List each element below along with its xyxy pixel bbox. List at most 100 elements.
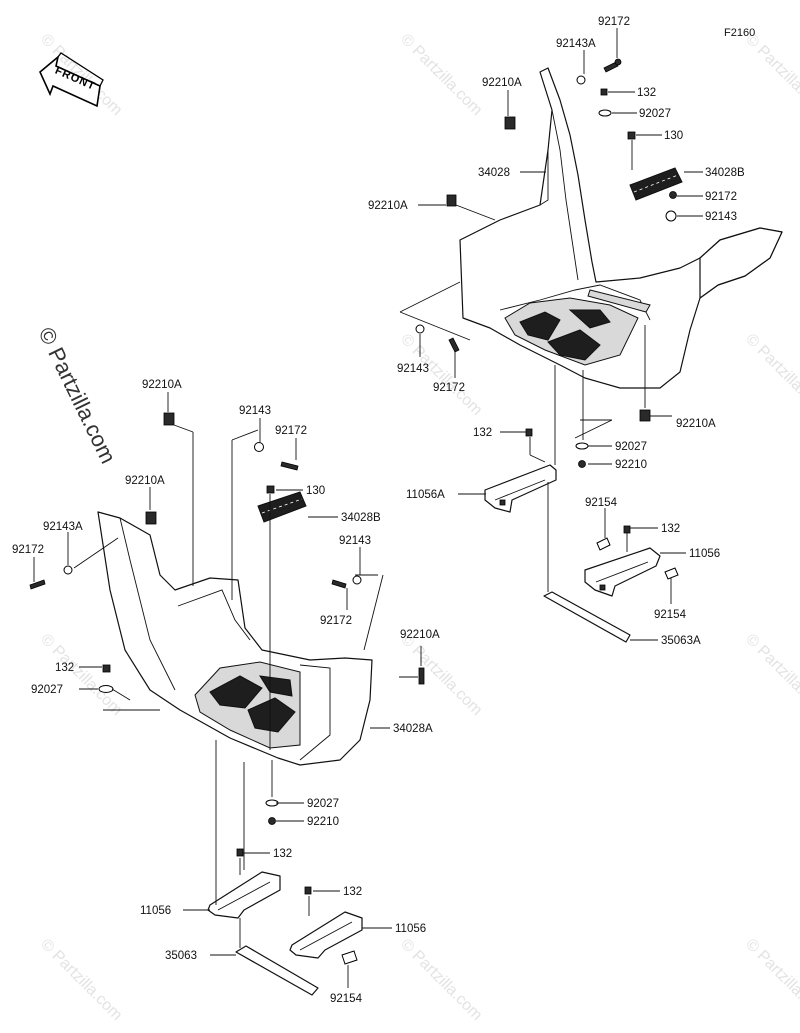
bolt-icon xyxy=(600,88,608,96)
washer-icon xyxy=(598,109,612,117)
callout-92027: 92027 xyxy=(307,798,339,810)
callout-92143: 92143 xyxy=(705,211,737,223)
nut-icon xyxy=(665,210,677,222)
nut-icon xyxy=(578,460,586,468)
callout-34028b: 34028B xyxy=(705,167,745,179)
watermark-text: © Partzilla.com xyxy=(37,936,125,1024)
leader-lines xyxy=(33,28,703,988)
flange-bolt-icon xyxy=(341,950,358,965)
callout-92154: 92154 xyxy=(585,497,618,509)
callout-92210a: 92210A xyxy=(125,475,165,487)
watermark-text: © Partzilla.com xyxy=(397,936,485,1024)
callout-92172: 92172 xyxy=(433,382,465,394)
callout-92172: 92172 xyxy=(12,544,44,556)
right-bracket-11056 xyxy=(584,547,661,597)
bolt-icon xyxy=(304,886,312,895)
watermark-text: © Partzilla.com xyxy=(742,31,800,119)
callout-92172: 92172 xyxy=(705,191,737,203)
callout-92210: 92210 xyxy=(615,459,647,471)
callout-35063: 35063 xyxy=(165,950,197,962)
left-floorboard-panel xyxy=(97,511,373,766)
callout-132: 132 xyxy=(637,87,656,99)
bolt-icon xyxy=(623,525,631,534)
callout-92143: 92143 xyxy=(397,363,429,375)
screw-icon xyxy=(603,61,619,73)
bolt-icon xyxy=(236,848,244,857)
callout-92027: 92027 xyxy=(639,108,671,120)
flange-bolt-icon xyxy=(664,567,679,580)
callout-130: 130 xyxy=(664,130,683,142)
callout-92143a: 92143A xyxy=(43,521,83,533)
right-fender-edge xyxy=(699,227,783,299)
right-floorboard-assembly xyxy=(459,67,783,389)
washer-icon xyxy=(576,75,586,85)
callout-11056: 11056 xyxy=(395,923,426,935)
washer-icon xyxy=(254,442,264,452)
figure-code: F2160 xyxy=(724,27,755,39)
callout-132: 132 xyxy=(473,427,492,439)
washer-icon xyxy=(415,324,425,334)
callout-92027: 92027 xyxy=(615,441,647,453)
watermark-layer: © Partzilla.com © Partzilla.com © Partzi… xyxy=(34,31,800,1024)
left-bracket-11056-a xyxy=(207,871,281,919)
callout-92210a: 92210A xyxy=(482,77,522,89)
washer-icon xyxy=(575,442,589,450)
clip-nut-icon xyxy=(504,116,516,130)
watermark-vertical: © Partzilla.com xyxy=(34,323,121,467)
callout-132: 132 xyxy=(55,662,74,674)
callout-132: 132 xyxy=(661,523,680,535)
callout-35063a: 35063A xyxy=(661,635,701,647)
callout-92210a: 92210A xyxy=(676,418,716,430)
bolt-icon xyxy=(525,428,533,437)
watermark-text: © Partzilla.com xyxy=(742,631,800,719)
clip-nut-icon xyxy=(418,667,425,685)
callout-34028a: 34028A xyxy=(393,723,433,735)
washer-icon xyxy=(352,575,362,585)
callout-92143: 92143 xyxy=(239,405,271,417)
screw-icon xyxy=(29,579,46,590)
right-rubber-pad xyxy=(629,167,683,201)
callout-92210a: 92210A xyxy=(142,379,182,391)
watermark-text: © Partzilla.com xyxy=(742,331,800,419)
watermark-text: © Partzilla.com xyxy=(397,631,485,719)
callout-92143a: 92143A xyxy=(556,38,596,50)
screw-icon xyxy=(669,191,677,199)
watermark-text: © Partzilla.com xyxy=(397,31,485,119)
callout-11056a: 11056A xyxy=(406,489,445,501)
left-bracket-11056-b xyxy=(289,911,363,959)
clip-nut-icon xyxy=(163,412,175,426)
right-bracket-11056A xyxy=(484,464,557,513)
clip-nut-icon xyxy=(145,511,157,525)
screw-icon xyxy=(614,58,622,66)
callout-92027: 92027 xyxy=(31,684,63,696)
callout-11056: 11056 xyxy=(689,548,720,560)
washer-icon xyxy=(98,685,114,693)
callout-92143: 92143 xyxy=(339,535,371,547)
callout-92210: 92210 xyxy=(307,816,339,828)
callout-11056: 11056 xyxy=(140,905,171,917)
callout-92210a: 92210A xyxy=(368,200,408,212)
nut-icon xyxy=(268,817,276,825)
bolt-icon xyxy=(266,485,275,494)
washer-icon xyxy=(63,565,73,575)
callout-92154: 92154 xyxy=(654,609,687,621)
watermark-text: © Partzilla.com xyxy=(742,936,800,1024)
callout-92154: 92154 xyxy=(330,993,363,1005)
clip-nut-icon xyxy=(446,194,457,207)
callout-132: 132 xyxy=(343,886,362,898)
left-rubber-pad xyxy=(257,491,307,523)
screw-icon xyxy=(331,579,347,589)
callout-132: 132 xyxy=(273,848,292,860)
left-brace-35063 xyxy=(235,945,319,996)
callout-34028: 34028 xyxy=(478,167,510,179)
callout-92172: 92172 xyxy=(275,425,307,437)
callout-92172: 92172 xyxy=(320,615,352,627)
callout-130: 130 xyxy=(306,485,325,497)
bolt-icon xyxy=(627,131,636,140)
flange-bolt-icon xyxy=(596,537,611,551)
right-hardware xyxy=(415,58,677,468)
screw-icon xyxy=(448,337,460,353)
clip-nut-icon xyxy=(639,409,651,422)
